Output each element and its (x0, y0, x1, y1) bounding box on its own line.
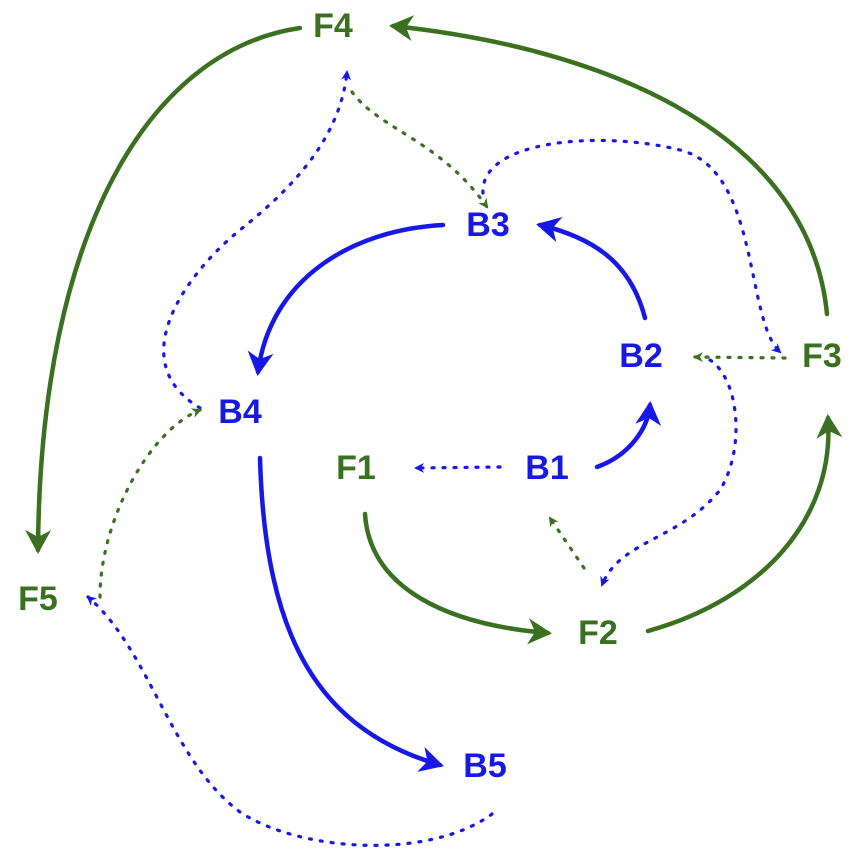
node-B1: B1 (525, 449, 568, 487)
node-B5: B5 (463, 747, 506, 785)
edge-B3-F3 (481, 138, 782, 354)
node-F5: F5 (18, 580, 58, 618)
edge-F4-B3 (350, 90, 489, 209)
node-F4: F4 (313, 7, 353, 45)
edge-B1-B2 (594, 401, 662, 470)
node-B2: B2 (619, 337, 662, 375)
edge-B5-F5 (86, 595, 494, 847)
edge-B2-F2 (600, 358, 738, 587)
edge-F3-B2 (693, 352, 787, 363)
edge-B4-F4 (162, 70, 352, 410)
edge-F2-B1 (548, 516, 586, 570)
node-F3: F3 (802, 337, 842, 375)
edge-B4-B5 (257, 455, 444, 772)
edge-B3-B4 (247, 222, 446, 376)
edge-F3-F4 (389, 15, 830, 317)
node-F1: F1 (336, 449, 376, 487)
edge-layer (25, 15, 843, 847)
node-layer: F1 F2 F3 F4 F5 B1 B2 B3 B4 B5 (18, 7, 842, 785)
edge-F4-F5 (25, 25, 303, 554)
edge-F1-F2 (362, 511, 552, 645)
node-B4: B4 (218, 393, 262, 431)
edge-F5-B4 (98, 408, 202, 599)
node-B3: B3 (466, 206, 509, 244)
edge-B1-F1 (414, 462, 502, 473)
node-F2: F2 (578, 614, 618, 652)
edge-F2-F3 (645, 414, 843, 634)
edge-B2-B3 (536, 217, 648, 321)
